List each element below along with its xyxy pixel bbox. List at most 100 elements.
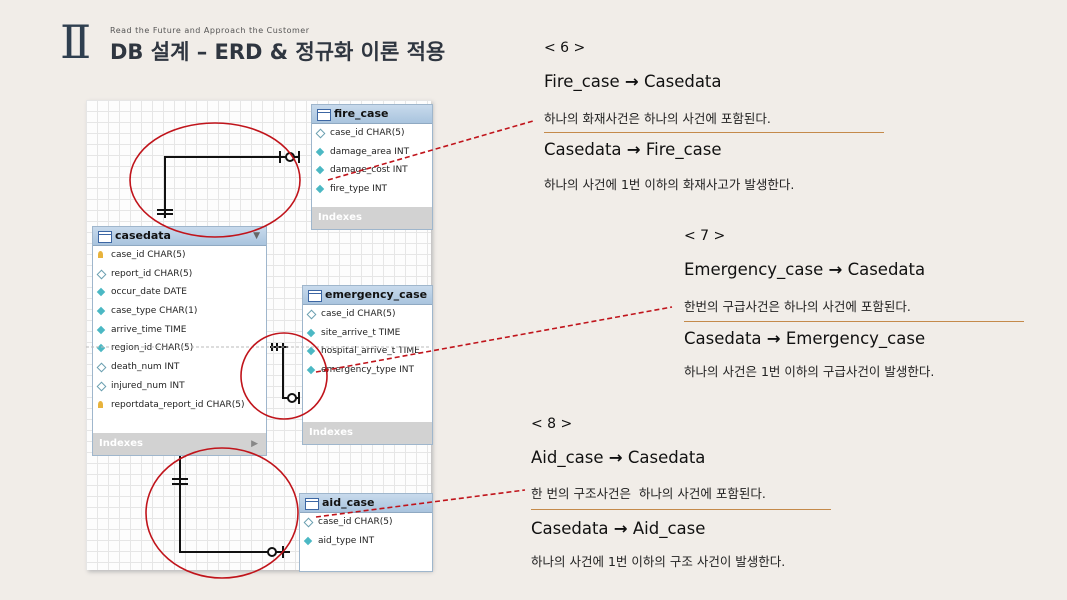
relation-forward-7: Emergency_case → Casedata [684,260,925,279]
table-aid-case[interactable]: aid_case case_id CHAR(5) aid_type INT [299,493,433,572]
dashed-connector-8 [315,489,526,518]
column-label: hospital_arrive_t TIME [321,346,420,357]
column-label: case_type CHAR(1) [111,306,198,317]
relation-backward-desc-6: 하나의 사건에 1번 이하의 화재사고가 발생한다. [544,177,795,192]
entity-to: Casedata [627,448,706,467]
column-label: reportdata_report_id CHAR(5) [111,399,245,410]
relation-backward-desc-8: 하나의 사건에 1번 이하의 구조 사건이 발생한다. [531,554,786,569]
column-row: report_id CHAR(5) [93,265,266,284]
table-icon [308,290,322,302]
dashed-connector-6 [327,120,534,181]
relationship-line-aid [179,456,290,553]
section-numeral: Ⅱ [60,15,91,69]
column-label: injured_num INT [111,380,185,391]
highlight-circle-fire [129,122,301,238]
column-row: site_arrive_t TIME [303,324,432,343]
relationship-line-fire [164,156,300,218]
table-header: aid_case [300,494,432,513]
indexes-section[interactable]: Indexes [303,422,432,444]
column-row: region_id CHAR(5) [93,339,266,358]
column-label: death_num INT [111,362,180,373]
entity-from: Fire_case [544,72,620,91]
column-label: damage_area INT [330,146,410,157]
column-row: case_type CHAR(1) [93,302,266,321]
divider [544,132,884,133]
relation-forward-desc-8: 한 번의 구조사건은 하나의 사건에 포함된다. [531,486,766,501]
table-icon [98,231,112,243]
entity-to: Aid_case [632,519,706,538]
column-row: occur_date DATE [93,283,266,302]
table-name: fire_case [334,107,389,120]
dashed-connector-7 [315,306,673,373]
column-label: fire_type INT [330,184,388,195]
column-row: hospital_arrive_t TIME [303,342,432,361]
column-row: case_id CHAR(5) [303,305,432,324]
column-row: damage_cost INT [312,161,432,180]
column-row: injured_num INT [93,377,266,396]
relation-label-6: < 6 > [544,40,586,56]
column-label: aid_type INT [318,535,375,546]
entity-from: Emergency_case [684,260,824,279]
relation-label-8: < 8 > [531,416,573,432]
entity-to: Emergency_case [785,329,926,348]
table-header: emergency_case [303,286,432,305]
key-icon [98,400,103,408]
column-label: arrive_time TIME [111,324,187,335]
entity-from: Casedata [684,329,762,348]
column-label: occur_date DATE [111,287,187,298]
column-row: arrive_time TIME [93,321,266,340]
entity-to: Casedata [643,72,722,91]
expand-icon[interactable]: ▶ [251,439,258,449]
relation-forward-8: Aid_case → Casedata [531,448,705,467]
table-fire-case[interactable]: fire_case case_id CHAR(5) damage_area IN… [311,104,433,230]
column-label: report_id CHAR(5) [111,268,193,279]
table-emergency-case[interactable]: emergency_case case_id CHAR(5) site_arri… [302,285,433,445]
arrow-right-icon: → [613,519,628,538]
relation-backward-8: Casedata → Aid_case [531,519,705,538]
column-row: aid_type INT [300,532,432,551]
table-icon [305,498,319,510]
column-row: emergency_type INT [303,361,432,380]
indexes-section[interactable]: Indexes ▶ [93,433,266,455]
relation-forward-desc-7: 한번의 구급사건은 하나의 사건에 포함된다. [684,299,911,314]
column-label: case_id CHAR(5) [330,128,405,138]
collapse-icon[interactable]: ▼ [253,231,260,241]
table-casedata[interactable]: casedata▼ case_id CHAR(5) report_id CHAR… [92,226,267,456]
column-row: damage_area INT [312,143,432,162]
arrow-right-icon: → [626,140,641,159]
column-row: case_id CHAR(5) [312,124,432,143]
indexes-section[interactable]: Indexes [312,207,432,229]
entity-to: Fire_case [645,140,722,159]
highlight-circle-emergency [240,332,328,420]
relation-backward-6: Casedata → Fire_case [544,140,722,159]
tagline: Read the Future and Approach the Custome… [110,26,310,35]
relationship-line-emergency [282,343,300,399]
table-header: fire_case [312,105,432,124]
erd-diagram: fire_case case_id CHAR(5) damage_area IN… [86,100,433,572]
column-label: damage_cost INT [330,165,408,176]
column-label: emergency_type INT [321,365,414,376]
relation-backward-7: Casedata → Emergency_case [684,329,925,348]
entity-from: Casedata [544,140,622,159]
column-label: region_id CHAR(5) [111,343,194,354]
column-label: case_id CHAR(5) [321,309,396,319]
column-label: case_id CHAR(5) [318,517,393,527]
arrow-right-icon: → [766,329,781,348]
entity-from: Casedata [531,519,609,538]
column-row: fire_type INT [312,180,432,199]
divider [684,321,1024,322]
table-header: casedata▼ [93,227,266,246]
arrow-right-icon: → [828,260,843,279]
zero-marker [267,547,277,557]
relation-label-7: < 7 > [684,228,726,244]
zero-marker [287,393,297,403]
relation-backward-desc-7: 하나의 사건은 1번 이하의 구급사건이 발생한다. [684,364,935,379]
table-name: aid_case [322,496,375,509]
indexes-label: Indexes [99,438,143,449]
entity-from: Aid_case [531,448,604,467]
entity-to: Casedata [847,260,926,279]
highlight-circle-aid [145,447,299,579]
column-row: case_id CHAR(5) [300,513,432,532]
relation-forward-desc-6: 하나의 화재사건은 하나의 사건에 포함된다. [544,111,771,126]
